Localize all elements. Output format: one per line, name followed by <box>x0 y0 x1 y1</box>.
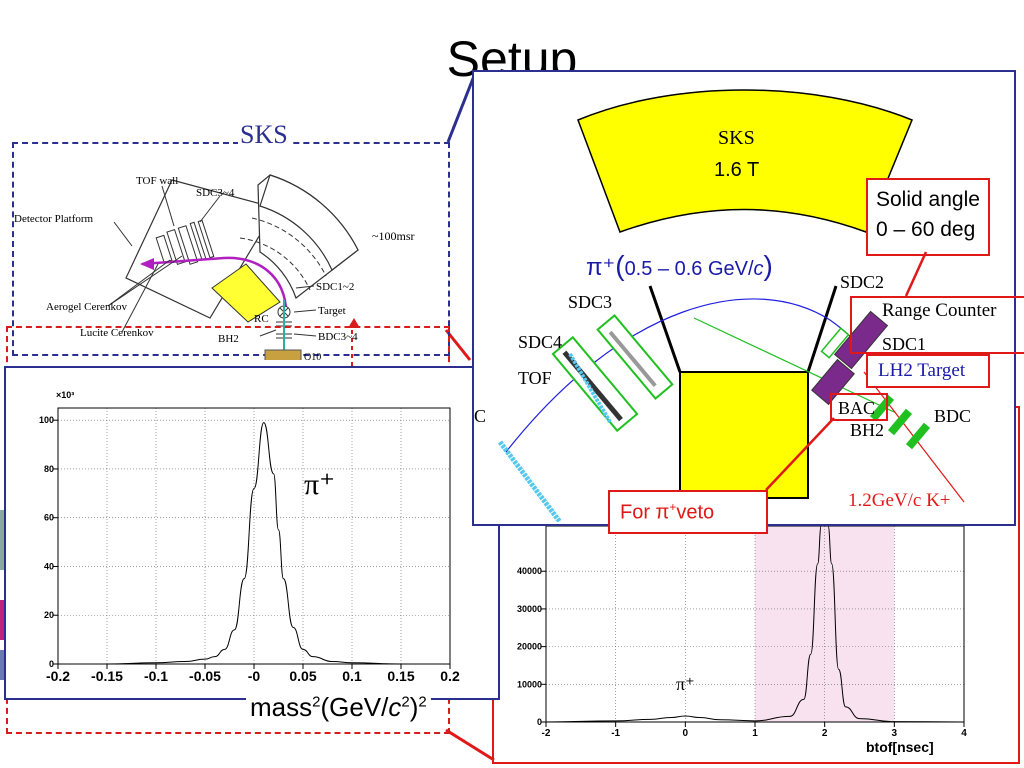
tof-wall <box>568 352 612 424</box>
red-connector-top <box>444 329 472 361</box>
y-tick-label: 30000 <box>517 604 542 614</box>
bac-label: BAC <box>838 398 875 418</box>
sdc12-label: SDC1~2 <box>316 281 354 293</box>
x-tick-label: 0 <box>683 728 689 739</box>
y-tick-label: 20000 <box>517 642 542 652</box>
x-tick-label: 1 <box>752 728 758 739</box>
sdc2-label: SDC2 <box>840 272 884 292</box>
btof-histogram: -2 -1 0 1 2 3 4 0 10000 20000 30000 40000 π⁺ btof[n… <box>517 525 967 755</box>
rc-label: RC <box>254 313 269 325</box>
solid-angle-line1: Solid angle <box>876 188 980 211</box>
sks-magnet-upper <box>577 89 913 233</box>
pion-veto-label: For π+veto <box>620 500 715 524</box>
y-tick-label: 40000 <box>517 566 542 576</box>
sks-magnet-lower <box>679 371 809 499</box>
sdc1-label: SDC1 <box>882 334 926 354</box>
sdc3-chamber <box>596 314 674 400</box>
x-tick-label: 2 <box>822 728 828 739</box>
x-tick-label: -2 <box>542 728 551 739</box>
detector-platform-label: Detector Platform <box>14 213 94 225</box>
mass-histogram: -0.2 -0.15 -0.1 -0.05 -0 0.05 0.1 0.15 0.2 0 20 40 6… <box>39 390 460 684</box>
lh2-target-box: LH2 Target <box>866 354 990 388</box>
y-tick-label: 0 <box>537 717 542 727</box>
x-tick-label: 0.05 <box>289 668 316 684</box>
y-tick-label: 10000 <box>517 679 542 689</box>
sks-label: SKS <box>718 127 755 149</box>
btof-x-axis-label: btof[nsec] <box>866 739 934 755</box>
tof-wall-label: TOF wall <box>136 175 178 187</box>
range-counter <box>833 310 889 370</box>
field-label: 1.6 T <box>714 159 759 181</box>
q10-label: Q10 <box>304 352 321 360</box>
lucite-label: Lucite Cerenkov <box>80 327 154 339</box>
green-track <box>693 317 895 413</box>
y-tick-label: 40 <box>44 561 54 571</box>
sdc34-label: SDC3~4 <box>196 187 235 199</box>
solid-angle-line2: 0 – 60 deg <box>876 218 976 241</box>
pion-veto-band <box>755 526 895 722</box>
sks-inset-frame <box>12 142 450 356</box>
y-tick-label: 0 <box>49 659 54 669</box>
pion-veto-box: For π+veto <box>608 490 768 534</box>
target-label: Target <box>318 305 346 317</box>
x-tick-label: 3 <box>892 728 898 739</box>
beam-label: 1.2GeV/c K+ <box>848 490 951 511</box>
bh2-label: BH2 <box>850 420 884 440</box>
y-tick-label: 20 <box>44 610 54 620</box>
x-tick-label: -0 <box>248 668 261 684</box>
y-tick-label: 100 <box>39 415 54 425</box>
blue-connector-line <box>446 75 476 143</box>
btof-curve <box>545 525 965 723</box>
left-cut-label: C <box>474 406 486 426</box>
msr-label: ~100msr <box>372 229 415 243</box>
mass-histogram-frame <box>4 366 500 700</box>
bdc34-label: BDC3~4 <box>318 331 358 343</box>
up-arrow-icon <box>348 318 360 328</box>
x-tick-label: -0.15 <box>91 668 123 684</box>
mass-exponent-label: ×10³ <box>56 390 74 400</box>
aerogel-label: Aerogel Cerenkov <box>46 301 127 313</box>
x-tick-label: -0.1 <box>144 668 168 684</box>
detector-detail: SKS 1.6 T SDC2 SDC3 SDC4 TOF C SDC1 BAC … <box>474 89 971 522</box>
tof-wall-lower <box>498 440 562 522</box>
x-tick-label: -0.05 <box>189 668 221 684</box>
y-tick-label: 80 <box>44 464 54 474</box>
x-tick-label: 0.15 <box>387 668 414 684</box>
sdc4-label: SDC4 <box>518 332 562 352</box>
sks-schematic: TOF wall SDC3~4 Detector Platform ~100ms… <box>14 174 415 360</box>
x-tick-label: -1 <box>611 728 620 739</box>
mass-curve <box>58 422 450 665</box>
bh2-label: BH2 <box>218 333 239 345</box>
red-connector-bottom <box>445 728 495 762</box>
bdc-label: BDC <box>934 406 971 426</box>
x-tick-label: -0.2 <box>46 668 70 684</box>
sks-inset-heading: SKS <box>238 120 290 150</box>
solid-angle-box: Solid angle 0 – 60 deg <box>866 178 990 256</box>
plot-frame <box>57 407 451 665</box>
mass-pion-label: π⁺ <box>304 468 335 501</box>
range-counter-box: Range Counter <box>850 296 1024 354</box>
btof-pion-label: π⁺ <box>676 674 695 694</box>
range-counter-label: Range Counter <box>882 300 997 321</box>
sks-yellow-pole <box>211 263 281 323</box>
bac-box <box>830 393 888 421</box>
y-tick-label: 60 <box>44 513 54 523</box>
mass-axis-label: mass2(GeV/c2)2 <box>246 692 431 723</box>
mass-axes: -0.2 -0.15 -0.1 -0.05 -0 0.05 0.1 0.15 0.2 0 20 40 6… <box>39 407 460 684</box>
lh2-target-label: LH2 Target <box>878 360 966 381</box>
tof-label: TOF <box>518 368 552 388</box>
x-tick-label: 0.1 <box>342 668 362 684</box>
x-tick-label: 0.2 <box>440 668 460 684</box>
x-tick-label: 4 <box>961 728 967 739</box>
btof-axes: -2 -1 0 1 2 3 4 0 10000 20000 30000 40000 <box>517 525 967 739</box>
sdc2-chamber <box>820 327 850 359</box>
pion-momentum-label: π⁺(0.5 – 0.6 GeV/c) <box>586 250 773 281</box>
sdc3-label: SDC3 <box>568 292 612 312</box>
